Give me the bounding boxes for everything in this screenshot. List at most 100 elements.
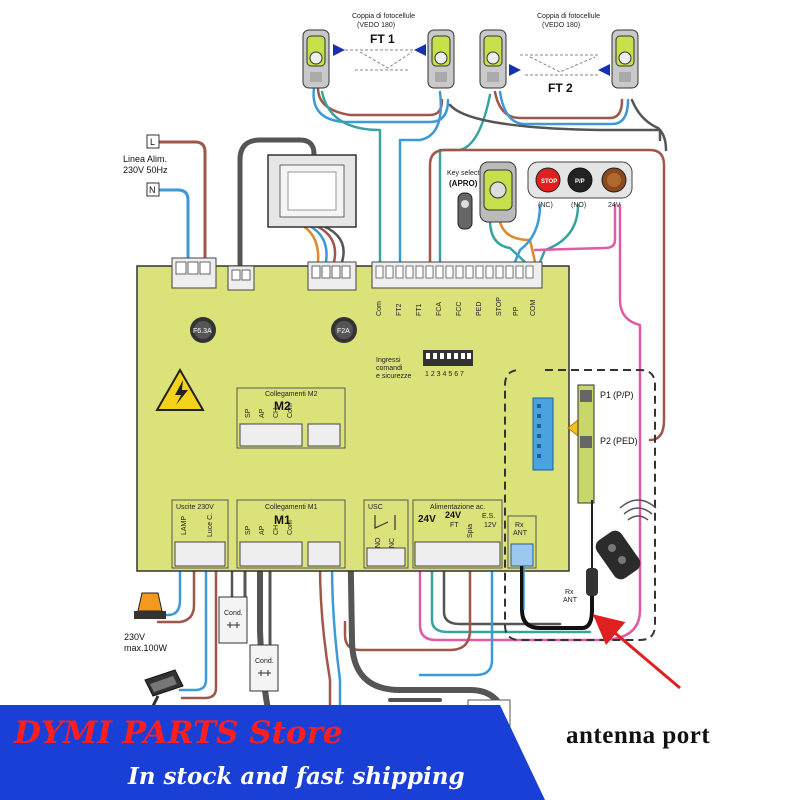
photocell-ft2-rx (611, 29, 639, 89)
ft2-rx-arrow (598, 64, 610, 76)
m1-name: M1 (274, 513, 291, 527)
usc-pin-nc: NC (389, 538, 396, 548)
antenna-cable-rx: Rx (565, 589, 574, 596)
antenna-cable (520, 566, 594, 630)
receiver-area: P1 (P/P) P2 (PED) Rx ANT (504, 369, 681, 690)
dip-title-2: comandi (376, 365, 403, 372)
terminal-label-fcc: FCC (456, 302, 463, 316)
control-board: Com FT2 FT1 FCA FCC PED STOP PP COM F6.3… (136, 257, 570, 572)
lamp-power-label: max.100W (124, 643, 168, 653)
output-pin-luce: Luce C. (207, 513, 214, 537)
pp-terminal-label: (NO) (571, 202, 586, 209)
banner-shape (0, 705, 545, 800)
stop-terminal-label: (NC) (538, 202, 553, 209)
radio-p1-label: P1 (600, 390, 611, 400)
mains-l-terminal (146, 134, 160, 149)
transformer-primary-cable (237, 137, 317, 271)
high-voltage-warning-icon (155, 367, 205, 411)
photocell-ft1-tx (302, 29, 330, 89)
stop-button-label: STOP (541, 179, 557, 185)
radio-p2-tag: (PED) (613, 436, 638, 446)
aux-power-12v: 12V (484, 522, 497, 529)
terminal-label-stop: STOP (496, 297, 503, 316)
aux-power-24v-2: 24V (445, 510, 461, 520)
dip-title-1: Ingressi (376, 357, 401, 364)
pp-button-label: P/P (575, 179, 585, 185)
antenna-terminal-ant: ANT (513, 530, 528, 537)
stop-button (535, 167, 561, 193)
ft2-tx-arrow (509, 64, 521, 76)
terminal-label-ft1: FT1 (416, 303, 423, 316)
mains-neutral-wire (158, 188, 190, 264)
transformer-input-terminal (227, 265, 255, 291)
courtesy-light-icon (144, 669, 184, 713)
dip-title-3: e sicurezze (376, 373, 412, 380)
antenna-terminal-rx: Rx (515, 522, 524, 529)
supply-terminal-label: 24V (608, 202, 621, 209)
m2-name: M2 (274, 399, 291, 413)
aux-power-ft: FT (450, 522, 459, 529)
photocell-ft1-rx (427, 29, 455, 89)
receiver-module (532, 397, 554, 471)
outputs-header: Uscite 230V (176, 504, 214, 511)
transformer (267, 154, 357, 228)
antenna-cable-ant: ANT (563, 597, 578, 604)
m1-pin-sp: SP (245, 525, 252, 535)
m2-pin-com: Com (287, 403, 294, 418)
mains-n-label: N (149, 185, 156, 195)
usc-pin-no: NO (375, 537, 382, 548)
mains-n-terminal (146, 182, 160, 197)
key-selector: Key selector (APRO) (447, 161, 517, 230)
photocell-supply-wires (448, 103, 662, 142)
mains-l-label: L (150, 137, 155, 147)
lamp-wires (148, 563, 182, 617)
capacitor-2-label: Cond. (255, 658, 274, 665)
wires (148, 86, 668, 800)
m2-header: Collegamenti M2 (265, 391, 318, 398)
pushbutton-supply-wire (533, 203, 617, 252)
aux-power-es: E.S. (482, 513, 495, 520)
radio-p2-label: P2 (600, 436, 611, 446)
capacitor-1-label: Cond. (224, 610, 243, 617)
outputs-230v-connector: Uscite 230V LAMP Luce C. (171, 499, 229, 569)
aux-power-wires (418, 568, 642, 642)
warning-lamp-icon: 230V max.100W (124, 592, 168, 653)
antenna-port-arrow (592, 614, 681, 690)
input-terminal-labels: Com FT2 FT1 FCA FCC PED STOP PP COM (376, 297, 537, 316)
transformer-output-terminal (307, 261, 357, 291)
photocell-ft1-wires (316, 86, 444, 117)
terminal-label-pp: PP (513, 306, 520, 316)
dip-switch: Ingressi comandi e sicurezze 1 2 3 4 5 6… (376, 350, 473, 380)
capacitors: Cond. Cond. (218, 596, 279, 692)
m1-connector: Collegamenti M1 M1 SP AP CH Com (236, 499, 346, 569)
m1-pin-ap: AP (259, 525, 266, 535)
pp-button (567, 167, 593, 193)
ft1-tx-arrow (333, 44, 345, 56)
aux-power-spia: Spia (467, 524, 474, 538)
terminal-label-com-2: COM (530, 300, 537, 317)
mains-line-label: Linea Alim. (123, 154, 167, 164)
usc-header: USC (368, 504, 383, 511)
store-tagline: In stock and fast shipping (128, 763, 465, 790)
store-banner (0, 705, 545, 800)
dip-numbers: 1 2 3 4 5 6 7 (425, 371, 464, 378)
radio-p1-tag: (P/P) (613, 390, 634, 400)
ft1-pair-title: Coppia di fotocellule (352, 13, 415, 20)
fuse-f1: F6.3A (190, 317, 216, 343)
ft2-pair-code: (VEDO 180) (542, 22, 580, 29)
m2-pin-ap: AP (259, 408, 266, 418)
fuse-f2: F2A (331, 317, 357, 343)
remote-control-icon (595, 499, 657, 580)
m2-pin-ch: CH (273, 408, 280, 418)
m2-connector: Collegamenti M2 M2 SP AP CH Com (236, 387, 346, 449)
m1-header: Collegamenti M1 (265, 504, 318, 511)
antenna-terminal: Rx ANT (507, 515, 537, 569)
fuse-f2-label: F2A (337, 328, 350, 335)
m1-pin-com: Com (287, 520, 294, 535)
store-name: DYMI PARTS Store (14, 715, 343, 751)
mains-voltage-label: 230V 50Hz (123, 165, 168, 175)
aux-power-header: Alimentazione ac. (430, 504, 485, 511)
aux-power-24v-1: 24V (418, 514, 436, 525)
photocells: Coppia di fotocellule (VEDO 180) Coppia … (302, 13, 639, 95)
